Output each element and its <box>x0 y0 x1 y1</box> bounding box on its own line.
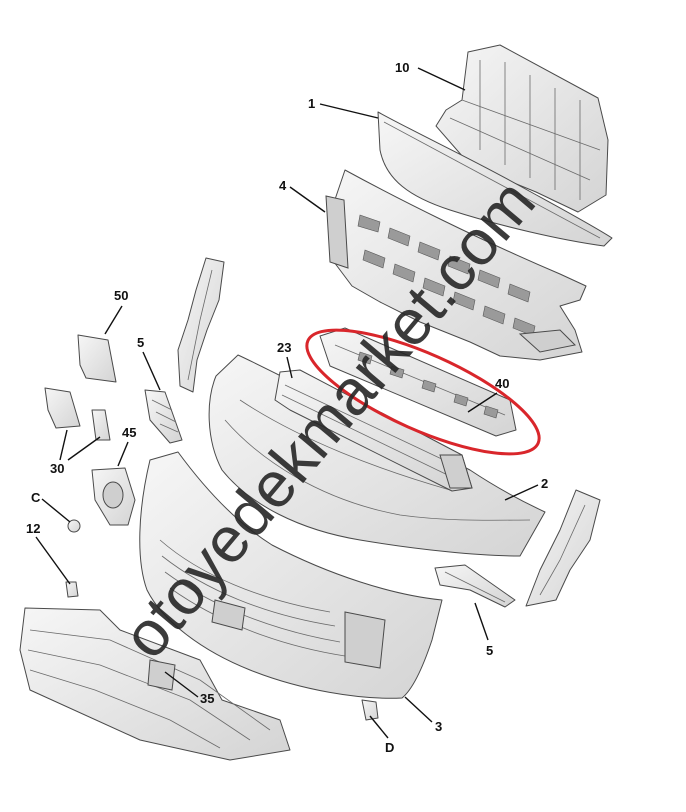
leader-line <box>59 429 68 461</box>
callout-label: 12 <box>26 521 40 536</box>
leader-line <box>474 602 489 641</box>
callout-label: 10 <box>395 60 409 75</box>
part-left-upper-bracket <box>177 257 225 393</box>
callout-label: C <box>31 490 41 505</box>
callout-label: 30 <box>50 461 64 476</box>
leader-line <box>117 441 129 467</box>
leader-line <box>467 392 498 413</box>
part-12-fastener <box>65 581 79 598</box>
part-23-impact-beam <box>274 369 473 492</box>
part-right-side-bracket <box>525 489 601 607</box>
part-1-grille-trim <box>377 111 613 247</box>
callout-label: 1 <box>308 96 315 111</box>
part-d-clip <box>361 699 379 721</box>
callout-label: 4 <box>279 178 287 193</box>
leader-line <box>142 351 161 391</box>
leader-line <box>504 484 539 501</box>
grille-openings <box>357 214 536 337</box>
leader-line <box>404 696 433 723</box>
part-3-front-bumper <box>139 451 443 699</box>
part-10-upper-support <box>435 44 609 213</box>
part-50-plate <box>77 334 117 383</box>
leader-line <box>369 715 389 739</box>
leader-line <box>164 671 199 698</box>
part-35-underbody-shield <box>19 607 291 761</box>
callout-labels: 10 1 4 50 5 23 40 45 30 2 C 12 5 35 3 D <box>26 60 548 755</box>
leader-line <box>286 356 293 379</box>
callout-label: 40 <box>495 376 509 391</box>
leader-line <box>104 305 123 335</box>
leader-line <box>417 67 466 91</box>
part-40-absorber <box>319 327 517 437</box>
highlight-ellipse <box>305 328 541 456</box>
callout-label: 35 <box>200 691 214 706</box>
leader-line <box>289 186 326 213</box>
callout-label: 45 <box>122 425 136 440</box>
callout-label: D <box>385 740 394 755</box>
callout-label: 23 <box>277 340 291 355</box>
leader-line <box>67 436 101 461</box>
callout-label: 50 <box>114 288 128 303</box>
part-45-fog-bracket <box>91 467 136 526</box>
part-5-left-bracket <box>144 389 183 444</box>
part-30-covers <box>44 387 111 441</box>
part-5-right-strip <box>434 564 516 608</box>
leader-line <box>41 498 71 523</box>
leader-lines <box>35 67 539 739</box>
leader-line <box>319 103 379 119</box>
part-c-clip <box>67 519 81 533</box>
part-4-grille-frame <box>325 169 587 361</box>
callout-label: 5 <box>486 643 493 658</box>
callout-label: 3 <box>435 719 442 734</box>
callout-label: 2 <box>541 476 548 491</box>
leader-line <box>35 536 71 585</box>
callout-label: 5 <box>137 335 144 350</box>
